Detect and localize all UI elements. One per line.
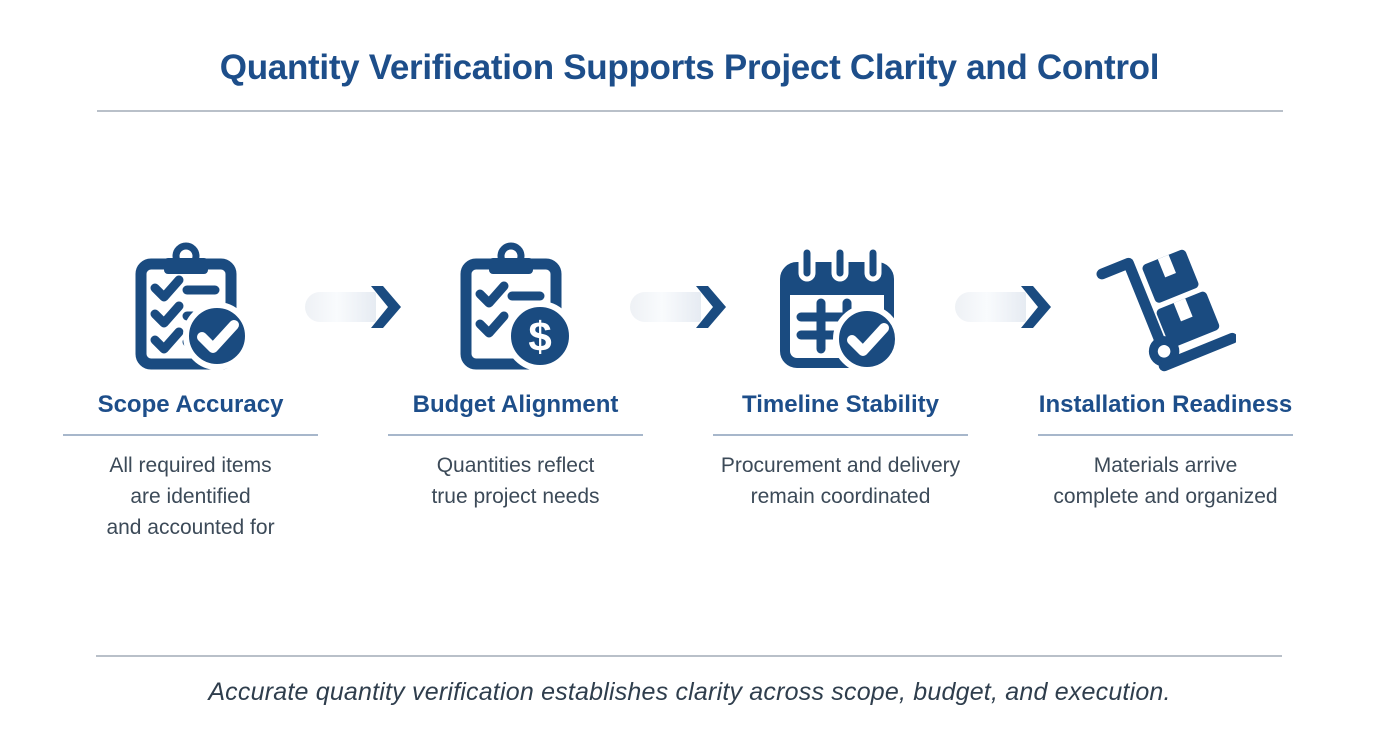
arrow-chevron <box>1021 286 1051 328</box>
description-line: remain coordinated <box>750 485 931 508</box>
description-line: Procurement and delivery <box>720 454 961 477</box>
arrow-bar <box>955 292 1026 322</box>
step-description-timeline-stability: Procurement and delivery remain coordina… <box>713 450 968 543</box>
title-divider <box>96 110 1283 112</box>
step-title-installation-readiness: Installation Readiness <box>1038 391 1293 418</box>
svg-text:$: $ <box>528 313 551 360</box>
arrow-icon <box>305 286 401 328</box>
clipboard-dollar-icon: $ <box>452 238 580 376</box>
footer-caption: Accurate quantity verification establish… <box>208 678 1171 706</box>
description-line: Quantities reflect <box>436 454 595 477</box>
arrow-icon <box>630 286 726 328</box>
step-divider <box>388 434 643 436</box>
description-line: true project needs <box>431 485 600 508</box>
arrow-chevron <box>371 286 401 328</box>
step-title-scope-accuracy: Scope Accuracy <box>97 391 284 418</box>
arrow-bar <box>630 292 701 322</box>
clipboard-check-icon <box>127 238 255 376</box>
arrow-chevron <box>696 286 726 328</box>
footer-divider <box>96 655 1282 657</box>
calendar-check-icon <box>775 237 907 377</box>
step-description-installation-readiness: Materials arrive complete and organized <box>1038 450 1293 543</box>
description-line: are identified <box>130 485 251 508</box>
step-divider <box>1038 434 1293 436</box>
step-divider <box>713 434 968 436</box>
step-description-budget-alignment: Quantities reflect true project needs <box>388 450 643 543</box>
hand-truck-icon <box>1096 242 1236 372</box>
step-title-timeline-stability: Timeline Stability <box>742 391 939 418</box>
description-line: complete and organized <box>1053 485 1278 508</box>
page-title: Quantity Verification Supports Project C… <box>219 48 1160 87</box>
step-divider <box>63 434 318 436</box>
process-flow: $ <box>0 240 1379 543</box>
description-line: and accounted for <box>106 516 275 539</box>
arrow-bar <box>305 292 376 322</box>
step-description-scope-accuracy: All required items are identified and ac… <box>63 450 318 543</box>
arrow-icon <box>955 286 1051 328</box>
description-line: All required items <box>109 454 272 477</box>
step-title-budget-alignment: Budget Alignment <box>412 391 619 418</box>
description-line: Materials arrive <box>1093 454 1238 477</box>
